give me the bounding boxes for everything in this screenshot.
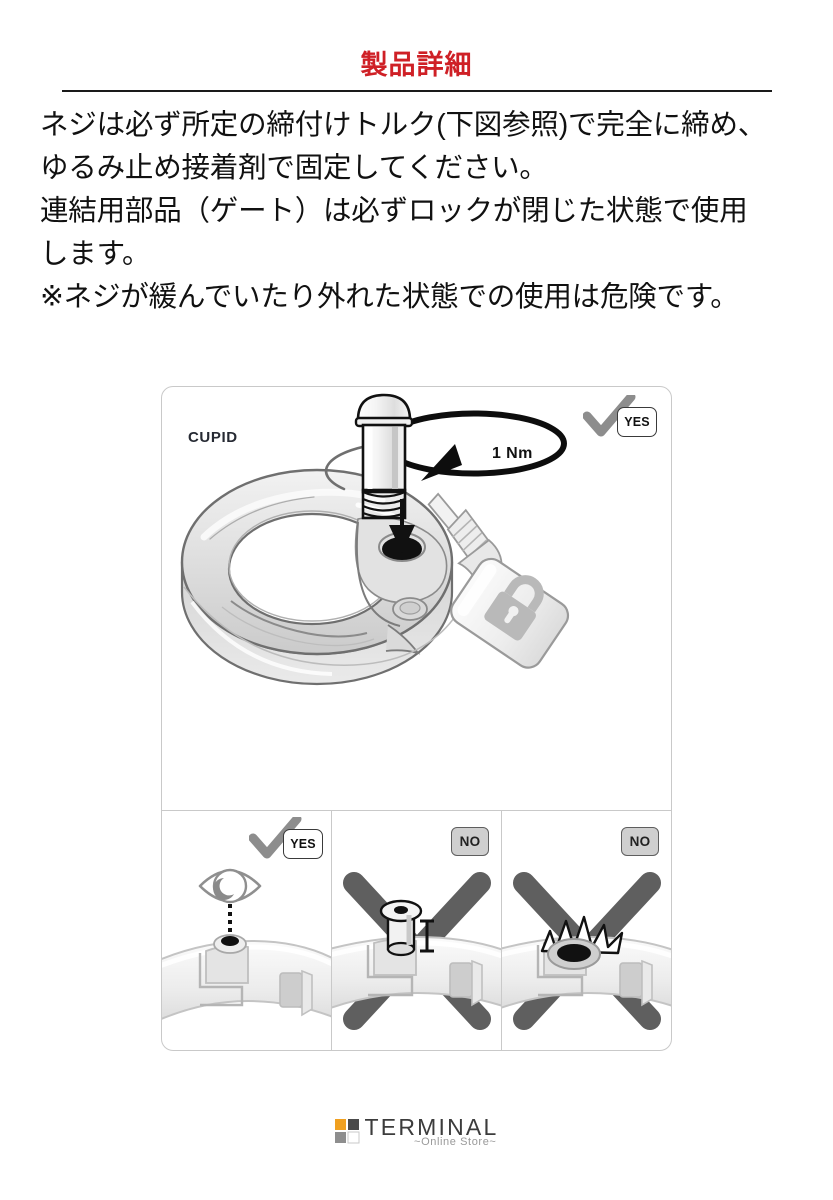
eye-inspect-icon <box>198 868 262 904</box>
instruction-line-2: ゆるみ止め接着剤で固定してください。 <box>40 152 548 184</box>
torque-label: 1 Nm <box>492 445 533 462</box>
screw-protruding-icon <box>379 899 423 957</box>
assembly-diagram: CUPID 1 Nm YES <box>161 386 672 1051</box>
title-divider <box>62 90 772 92</box>
missing-screw-illustration <box>502 872 671 1030</box>
threadlocker-bottle-icon <box>427 492 570 669</box>
protruding-screw-illustration <box>332 872 501 1030</box>
status-badge-no: NO <box>621 827 659 856</box>
gate-ring-icon <box>180 468 467 686</box>
yes-chip-label: YES <box>283 829 323 859</box>
instruction-line-4: します。 <box>40 238 151 270</box>
logo-tagline: ~Online Store~ <box>414 1136 497 1148</box>
yes-chip-label: YES <box>617 407 657 437</box>
status-badge-yes: YES <box>249 817 323 863</box>
logo-wordmark: TERMINAL <box>364 1114 499 1140</box>
gap-measure-icon <box>420 919 434 953</box>
sub-panel-inspect: YES <box>162 811 331 1050</box>
inspect-illustration <box>162 868 331 1020</box>
screw-flush-icon <box>213 934 247 954</box>
status-badge-yes: YES <box>583 395 657 441</box>
screw-missing-icon <box>547 938 601 970</box>
gate-band-icon <box>162 939 331 1020</box>
footer-logo[interactable]: TERMINAL ~Online Store~ <box>0 1116 833 1148</box>
sub-panel-protruding-screw: NO <box>331 811 501 1050</box>
terminal-logo-mark-icon <box>334 1119 360 1144</box>
status-badge-no: NO <box>451 827 489 856</box>
instruction-text: ネジは必ず所定の締付けトルク(下図参照)で完全に締め、 ゆるみ止め接着剤で固定し… <box>40 104 800 319</box>
instruction-line-1: ネジは必ず所定の締付けトルク(下図参照)で完全に締め、 <box>40 109 767 141</box>
sub-panel-missing-screw: NO <box>501 811 671 1050</box>
instruction-line-5: ※ネジが緩んでいたり外れた状態での使用は危険です。 <box>40 281 739 313</box>
screw-icon <box>354 393 414 520</box>
diagram-main-panel: CUPID 1 Nm YES <box>162 387 671 811</box>
gate-band-icon <box>332 935 501 1009</box>
main-illustration <box>180 393 570 686</box>
padlock-icon <box>484 575 544 641</box>
diagram-sub-panels: YES <box>162 811 671 1050</box>
instruction-line-3: 連結用部品（ゲート）は必ずロックが閉じた状態で使用 <box>40 195 748 227</box>
page-title: 製品詳細 <box>360 50 473 80</box>
brand-label: CUPID <box>188 429 238 446</box>
